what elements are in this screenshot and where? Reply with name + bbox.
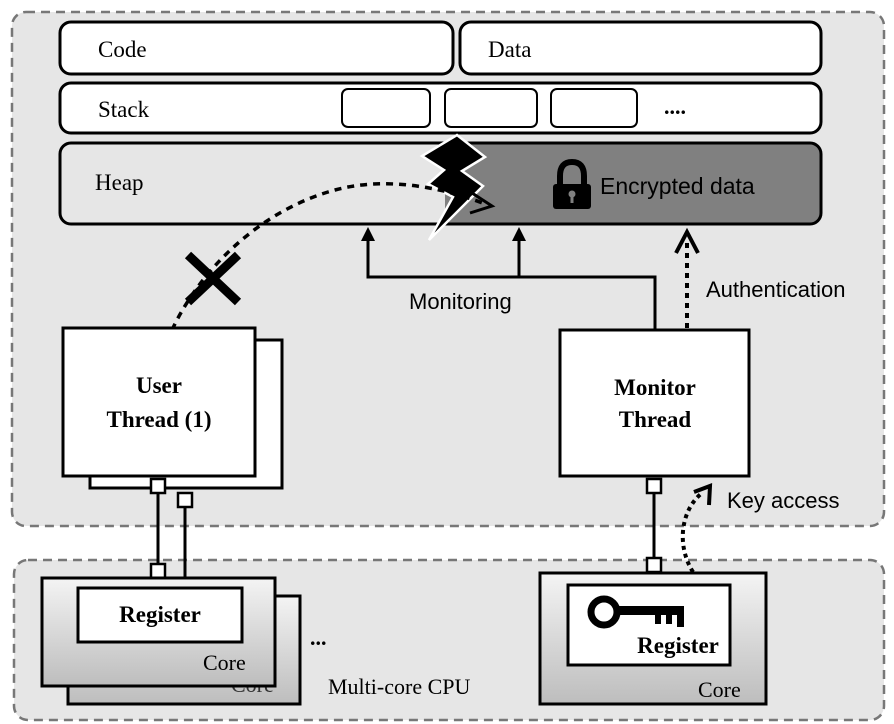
core-label: Core (698, 677, 741, 702)
arrowhead (361, 227, 375, 241)
code-label: Code (98, 37, 147, 62)
arrowhead (512, 227, 526, 241)
core-label: Core (203, 650, 246, 675)
authentication-label: Authentication (706, 277, 845, 302)
code-segment (58, 20, 455, 76)
monitoring-label: Monitoring (409, 289, 512, 314)
user-thread-box (61, 326, 257, 478)
lock-icon (553, 158, 591, 209)
core-connector (156, 493, 187, 578)
more-cores: ... (310, 625, 327, 650)
connector-pin (149, 477, 167, 495)
key-icon (587, 595, 684, 629)
arrowhead (693, 483, 713, 506)
lightning-bolt-icon (419, 133, 488, 241)
heap-label: Heap (95, 170, 144, 195)
stack-frame (341, 88, 431, 128)
blocked-access-arrow (170, 182, 486, 331)
encrypted-data-label: Encrypted data (600, 173, 755, 199)
data-label: Data (488, 37, 531, 62)
stack-more: .... (664, 94, 686, 119)
monitor-thread-box (558, 328, 751, 478)
register-box (76, 586, 244, 644)
monitor-thread-line1: Monitor (614, 375, 696, 400)
register-label: Register (119, 602, 201, 627)
blocked-x-icon (184, 251, 242, 306)
key-access-arrow (680, 491, 704, 574)
connector-pin (645, 556, 663, 574)
user-thread-line1: User (136, 373, 182, 398)
stack-segment (58, 81, 823, 135)
arrowhead (469, 191, 496, 215)
connector-pin (149, 562, 167, 580)
encrypted-region (445, 143, 821, 224)
stack-label: Stack (98, 97, 150, 122)
multicore-cpu-label: Multi-core CPU (328, 674, 470, 699)
stack-frame (444, 88, 538, 128)
user-thread-line2: Thread (1) (107, 407, 212, 432)
connector-pin (645, 477, 663, 495)
connector-pin (176, 491, 194, 509)
monitor-thread-line2: Thread (619, 407, 692, 432)
data-segment (458, 20, 823, 76)
stack-frame (550, 88, 638, 128)
arrowhead (674, 227, 700, 254)
key-access-label: Key access (727, 488, 840, 513)
register-label: Register (637, 633, 719, 658)
